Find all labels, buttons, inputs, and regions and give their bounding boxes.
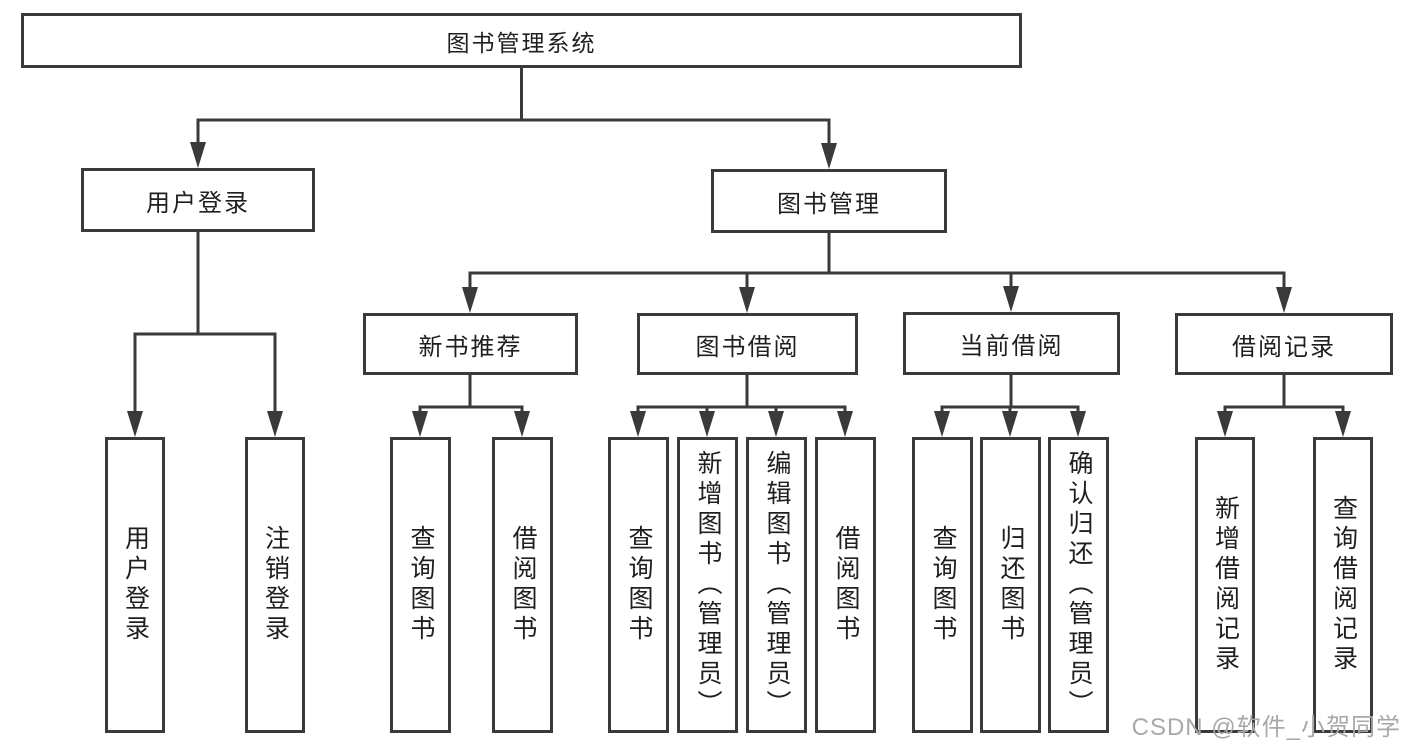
node-query-books-current: 查询图书 xyxy=(912,437,973,733)
node-borrow-books-borrowing: 借阅图书 xyxy=(815,437,876,733)
node-logout-leaf-label: 注销登录 xyxy=(261,525,290,645)
node-current-borrowing: 当前借阅 xyxy=(903,312,1120,375)
node-new-book-recommend: 新书推荐 xyxy=(363,313,578,375)
node-add-borrow-record-label: 新增借阅记录 xyxy=(1211,495,1240,675)
node-user-login: 用户登录 xyxy=(81,168,315,232)
node-borrow-books-recommend-label: 借阅图书 xyxy=(509,525,537,645)
node-confirm-return-admin-label: 确认归还（管理员） xyxy=(1065,450,1093,720)
node-edit-books-admin-label: 编辑图书（管理员） xyxy=(763,450,791,720)
node-query-books-recommend-label: 查询图书 xyxy=(407,525,435,645)
node-query-books-borrowing: 查询图书 xyxy=(608,437,669,733)
node-logout-leaf: 注销登录 xyxy=(245,437,305,733)
node-book-management-label: 图书管理 xyxy=(777,190,881,218)
node-book-borrowing: 图书借阅 xyxy=(637,313,858,375)
node-borrow-books-recommend: 借阅图书 xyxy=(492,437,553,733)
node-borrow-records: 借阅记录 xyxy=(1175,313,1393,375)
node-root-label: 图书管理系统 xyxy=(446,29,597,56)
node-login-leaf-label: 用户登录 xyxy=(121,525,150,645)
node-edit-books-admin: 编辑图书（管理员） xyxy=(746,437,807,733)
node-login-leaf: 用户登录 xyxy=(105,437,165,733)
node-return-books-label: 归还图书 xyxy=(997,525,1025,645)
node-add-borrow-record: 新增借阅记录 xyxy=(1195,437,1255,733)
node-book-management: 图书管理 xyxy=(711,169,947,233)
node-query-books-current-label: 查询图书 xyxy=(929,525,957,645)
node-new-book-recommend-label: 新书推荐 xyxy=(418,333,523,361)
node-borrow-records-label: 借阅记录 xyxy=(1232,333,1336,361)
node-book-borrowing-label: 图书借阅 xyxy=(695,333,800,361)
node-add-books-admin-label: 新增图书（管理员） xyxy=(694,450,722,720)
node-return-books: 归还图书 xyxy=(980,437,1041,733)
node-root: 图书管理系统 xyxy=(21,13,1022,68)
node-query-borrow-record-label: 查询借阅记录 xyxy=(1329,495,1358,675)
node-current-borrowing-label: 当前借阅 xyxy=(959,333,1064,360)
node-borrow-books-borrowing-label: 借阅图书 xyxy=(832,525,860,645)
node-user-login-label: 用户登录 xyxy=(146,189,250,217)
node-add-books-admin: 新增图书（管理员） xyxy=(677,437,738,733)
node-query-borrow-record: 查询借阅记录 xyxy=(1313,437,1373,733)
node-query-books-recommend: 查询图书 xyxy=(390,437,451,733)
node-confirm-return-admin: 确认归还（管理员） xyxy=(1048,437,1109,733)
node-query-books-borrowing-label: 查询图书 xyxy=(625,525,653,645)
